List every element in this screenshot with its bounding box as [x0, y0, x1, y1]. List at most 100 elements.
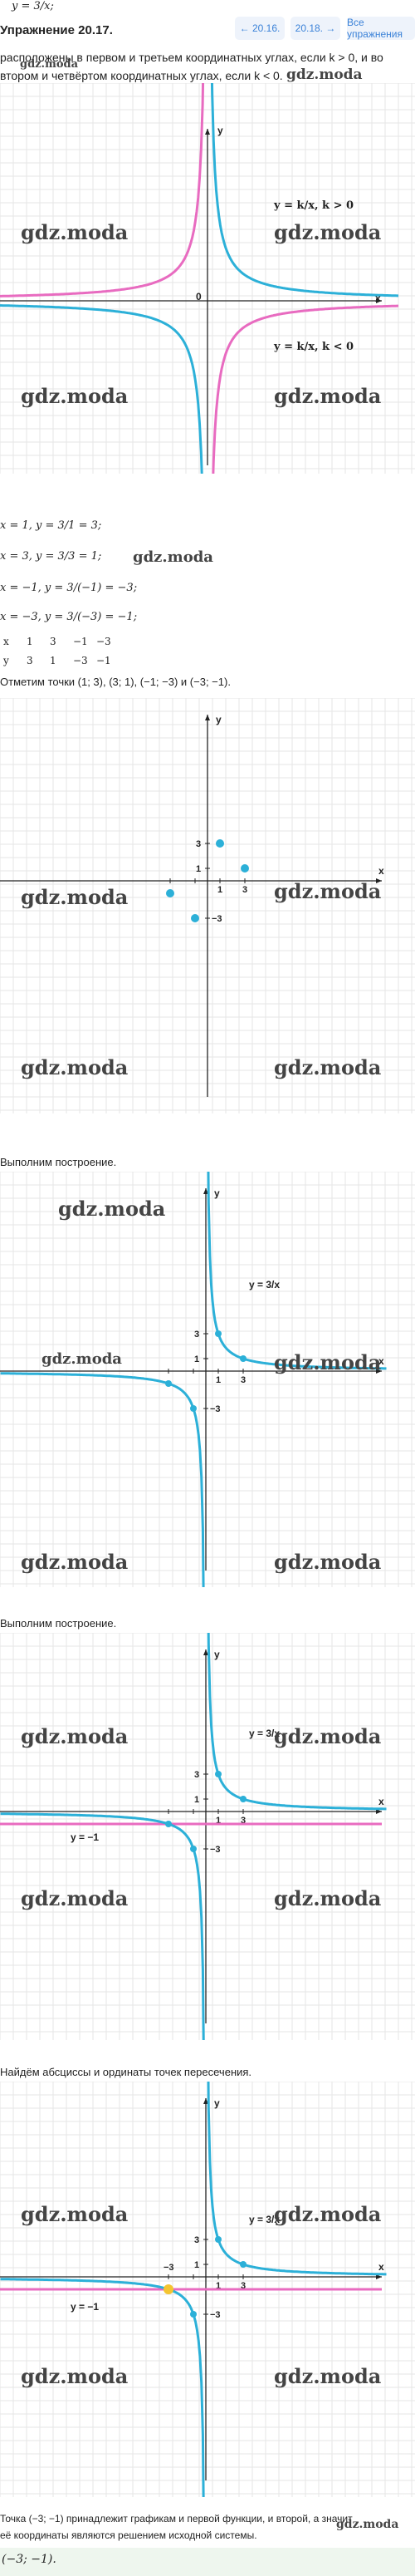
point [240, 2261, 247, 2268]
hyperbola-left-branch [0, 1812, 205, 2040]
find-text: Найдём абсциссы и ординаты точек пересеч… [0, 2066, 252, 2078]
all-exercises-button[interactable]: Все упражнения [347, 17, 415, 40]
calc-row-3: x = −1, y = 3/(−1) = −3; [0, 582, 138, 594]
function-label: y = 3/x [249, 1728, 280, 1739]
x-axis-arrow [376, 1809, 382, 1814]
ty-1: 3 [27, 655, 33, 666]
line-label: y = −1 [71, 2301, 99, 2313]
point [215, 1771, 222, 1777]
watermark: gdz.moda [21, 1550, 129, 1574]
system-top-line: y = 3/x; [12, 0, 54, 12]
axis-y-label: y [216, 714, 222, 725]
ty-3: −3 [73, 655, 88, 666]
watermark: gdz.moda [274, 879, 382, 903]
ty-2: 1 [50, 655, 56, 666]
tx-1: 1 [27, 636, 33, 647]
y-tick-label: −3 [210, 1404, 221, 1414]
page-title: Упражнение 20.17. [0, 23, 113, 37]
prev-exercise-button[interactable]: ← 20.16. [235, 17, 285, 40]
x-tick-label: 3 [241, 1816, 246, 1826]
watermark: gdz.moda [21, 2202, 129, 2226]
point [240, 1796, 247, 1802]
x-tick-label: 1 [217, 885, 222, 895]
x-tick-label-minus-3: −3 [164, 2263, 174, 2273]
graph-1-label-neg: y = k/x, k < 0 [274, 341, 354, 353]
x-axis-arrow [376, 878, 382, 883]
top-bar: y = 3/x; Упражнение 20.17. ← 20.16. 20.1… [0, 0, 415, 50]
y-axis-arrow [203, 1188, 208, 1194]
axis-y-label: y [214, 2097, 220, 2109]
axis-y-label: y [214, 1187, 220, 1199]
watermark: gdz.moda [274, 1886, 382, 1910]
graph-general-hyperbola: y = k/x, k > 0 y = k/x, k < 0 x y 0 gdz.… [0, 83, 415, 474]
x-tick-label: 1 [216, 1816, 221, 1826]
y-axis-arrow [205, 129, 210, 135]
watermark: gdz.moda [42, 1350, 122, 1368]
point [190, 1846, 197, 1852]
x-tick-label: 1 [216, 2281, 221, 2291]
y-tick-label: 3 [194, 1330, 199, 1340]
axis-x-label: x [378, 1796, 384, 1807]
point [240, 1355, 247, 1362]
point [216, 839, 224, 848]
y-tick-label: −3 [212, 914, 222, 924]
intro-line-1: расположены в первом и третьем координат… [0, 51, 383, 64]
line-label: y = −1 [71, 1831, 99, 1843]
tx-2: 3 [50, 636, 56, 647]
calc-row-1: x = 1, y = 3/1 = 3; [0, 519, 102, 532]
axis-x-label: x [378, 1355, 384, 1367]
point [166, 889, 174, 897]
hyperbola-right-branch [207, 1172, 387, 1370]
watermark: gdz.moda [274, 384, 382, 408]
axis-y-label: y [217, 125, 223, 136]
point [190, 2311, 197, 2318]
point [241, 864, 249, 873]
next-exercise-button[interactable]: 20.18. → [290, 17, 340, 40]
y-tick-label: −3 [210, 2310, 221, 2320]
y-tick-label: 1 [194, 1795, 199, 1805]
watermark: gdz.moda [21, 2364, 129, 2388]
mark-points-text: Отметим точки (1; 3), (3; 1), (−1; −3) и… [0, 676, 231, 688]
hyperbola-kneg-left [0, 83, 205, 297]
watermark: gdz.moda [20, 58, 79, 71]
build-text-1: Выполним построение. [0, 1156, 117, 1168]
hyperbola-right-branch [207, 1633, 387, 1811]
ty-0: y [3, 655, 9, 666]
conclusion-line-2: её координаты являются решением исходной… [0, 2529, 257, 2541]
y-tick-label: 3 [194, 2235, 199, 2245]
watermark: gdz.moda [274, 1055, 382, 1079]
point [165, 1380, 172, 1387]
y-axis-arrow [205, 715, 210, 720]
graph-1-label-pos: y = k/x, k > 0 [274, 199, 354, 212]
x-axis-arrow [376, 2274, 382, 2279]
watermark: gdz.moda [21, 1724, 129, 1748]
calc-row-4: x = −3, y = 3/(−3) = −1; [0, 611, 138, 623]
watermark: gdz.moda [274, 2202, 382, 2226]
tx-0: x [3, 636, 9, 647]
y-tick-label: 1 [194, 1354, 199, 1364]
y-tick-label: 3 [196, 839, 201, 849]
y-axis-arrow [203, 2098, 208, 2104]
watermark: gdz.moda [274, 1350, 382, 1374]
point [215, 1330, 222, 1337]
watermark: gdz.moda [21, 384, 129, 408]
watermark: gdz.moda [21, 885, 129, 909]
x-tick-label: 3 [242, 885, 247, 895]
x-axis-arrow [376, 298, 382, 303]
graph-1-svg [0, 83, 415, 474]
function-label: y = 3/x [249, 1279, 280, 1290]
watermark: gdz.moda [274, 1724, 382, 1748]
intro-line-2: втором и четвёртом координатных углах, е… [0, 69, 283, 82]
point [191, 914, 199, 922]
y-tick-label: 3 [194, 1770, 199, 1780]
calc-row-2: x = 3, y = 3/3 = 1; [0, 550, 102, 563]
conclusion-line-1: Точка (−3; −1) принадлежит графикам и пе… [0, 2513, 353, 2524]
point [215, 2236, 222, 2243]
